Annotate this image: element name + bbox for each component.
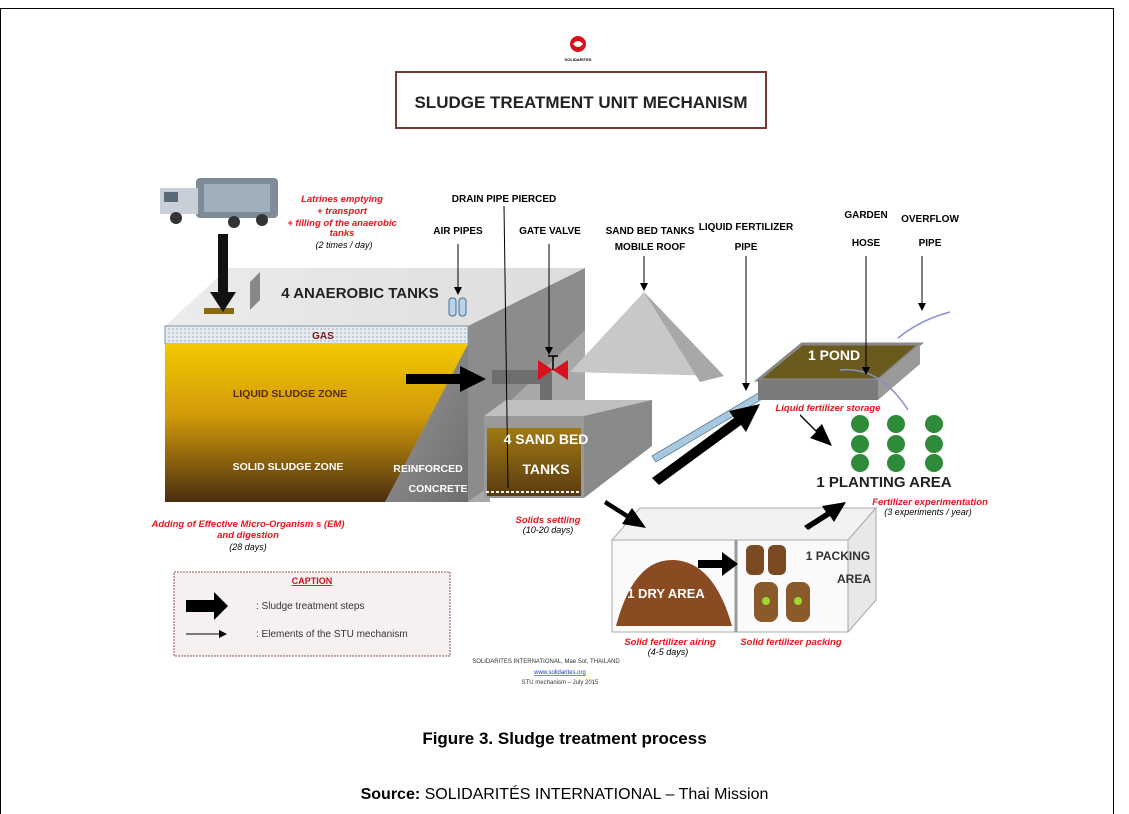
label-pond-storage: Liquid fertilizer storage (775, 403, 881, 414)
plant-icons (851, 415, 943, 472)
wall-piece (250, 272, 260, 310)
label-sand-bed-2: TANKS (522, 461, 569, 477)
overflow-pipe (897, 311, 951, 339)
label-liquid-fert-2: PIPE (735, 242, 758, 253)
dry-sludge-pile (616, 559, 732, 626)
label-gas: GAS (312, 331, 334, 342)
truck-icon (160, 178, 278, 228)
label-drain-pipe: DRAIN PIPE PIERCED (452, 194, 556, 205)
label-dry-area: 1 DRY AREA (627, 586, 705, 601)
label-packing-1: 1 PACKING (806, 549, 870, 563)
sand-bed-fill (487, 428, 581, 496)
pond-front (758, 380, 878, 400)
label-sand-bed-tanks-2: MOBILE ROOF (615, 242, 686, 253)
frame-top-border (0, 8, 1114, 9)
label-latrines-4: tanks (330, 228, 355, 239)
garden-hose (839, 368, 909, 411)
inlet (204, 308, 234, 314)
label-em-1: Adding of Effective Micro-Organism s (EM… (150, 519, 344, 530)
label-anaerobic: 4 ANAEROBIC TANKS (281, 285, 439, 302)
label-fert-exp-1: Fertilizer experimentation (872, 497, 988, 508)
source-line: Source: SOLIDARITÉS INTERNATIONAL – Thai… (0, 786, 1129, 804)
label-airing-2: (4-5 days) (648, 647, 689, 657)
label-credit-1: SOLIDARITES INTERNATIONAL, Mae Sot, THAI… (472, 659, 620, 665)
label-air-pipes: AIR PIPES (433, 226, 483, 237)
solidarites-logo: SOLIDARITES (565, 36, 592, 62)
label-reinforced-1: REINFORCED (393, 463, 463, 475)
dry-area-side (847, 506, 877, 634)
label-latrines-freq: (2 times / day) (315, 240, 372, 250)
frame-left-border (0, 8, 1, 814)
title-box (395, 71, 767, 129)
label-latrines-2: + transport (317, 206, 368, 217)
label-reinforced-2: CONCRETE (409, 483, 468, 495)
frame-right-border (1113, 8, 1114, 814)
source-label: Source: (360, 786, 421, 803)
source-text: SOLIDARITÉS INTERNATIONAL – Thai Mission (420, 786, 769, 803)
gate-valve-icon (538, 360, 553, 380)
label-packing-label: Solid fertilizer packing (740, 637, 842, 648)
label-garden-2: HOSE (852, 238, 881, 249)
label-pond: 1 POND (808, 347, 860, 363)
logo-text: SOLIDARITES (565, 57, 592, 62)
label-liquid-zone: LIQUID SLUDGE ZONE (233, 388, 347, 400)
sand-bed-side (584, 400, 652, 498)
label-overflow-1: OVERFLOW (901, 214, 959, 225)
label-packing-2: AREA (837, 572, 871, 586)
transfer-pipe (492, 370, 542, 384)
label-gate-valve: GATE VALVE (519, 226, 581, 237)
air-pipes-icon (448, 297, 467, 317)
fertilizer-bags (746, 545, 810, 622)
label-fert-exp-2: (3 experiments / year) (884, 507, 972, 517)
label-solids-2: (10-20 days) (523, 525, 574, 535)
label-em-days: (28 days) (229, 542, 267, 552)
caption-thick-arrow (186, 592, 228, 620)
label-credit-3: STU mechanism – July 2015 (522, 680, 599, 686)
label-solids-1: Solids settling (516, 515, 581, 526)
label-planting: 1 PLANTING AREA (816, 474, 951, 491)
label-caption-head: CAPTION (292, 576, 333, 586)
label-latrines-1: Latrines emptying (301, 194, 383, 205)
label-credit-2: www.solidarites.org (533, 670, 586, 676)
process-arrows (406, 366, 846, 576)
pointer-lines (454, 205, 926, 489)
label-liquid-fert-1: LIQUID FERTILIZER (699, 222, 794, 233)
label-sand-bed-tanks-1: SAND BED TANKS (606, 226, 695, 237)
label-overflow-2: PIPE (919, 238, 942, 249)
figure-caption: Figure 3. Sludge treatment process (422, 729, 707, 748)
label-latrines-3: + filling of the anaerobic (287, 218, 397, 229)
label-sand-bed-1: 4 SAND BED (504, 431, 589, 447)
mobile-roof-side (644, 292, 724, 382)
label-caption-elements: : Elements of the STU mechanism (256, 629, 408, 640)
anaerobic-top (165, 268, 585, 326)
label-solid-zone: SOLID SLUDGE ZONE (233, 461, 344, 473)
label-caption-steps: : Sludge treatment steps (256, 601, 364, 612)
arrow-inlet (210, 234, 236, 312)
diagram-title: SLUDGE TREATMENT UNIT MECHANISM (414, 93, 747, 112)
label-em-2: and digestion (217, 530, 279, 541)
label-garden-1: GARDEN (844, 210, 887, 221)
label-airing-1: Solid fertilizer airing (624, 637, 716, 648)
